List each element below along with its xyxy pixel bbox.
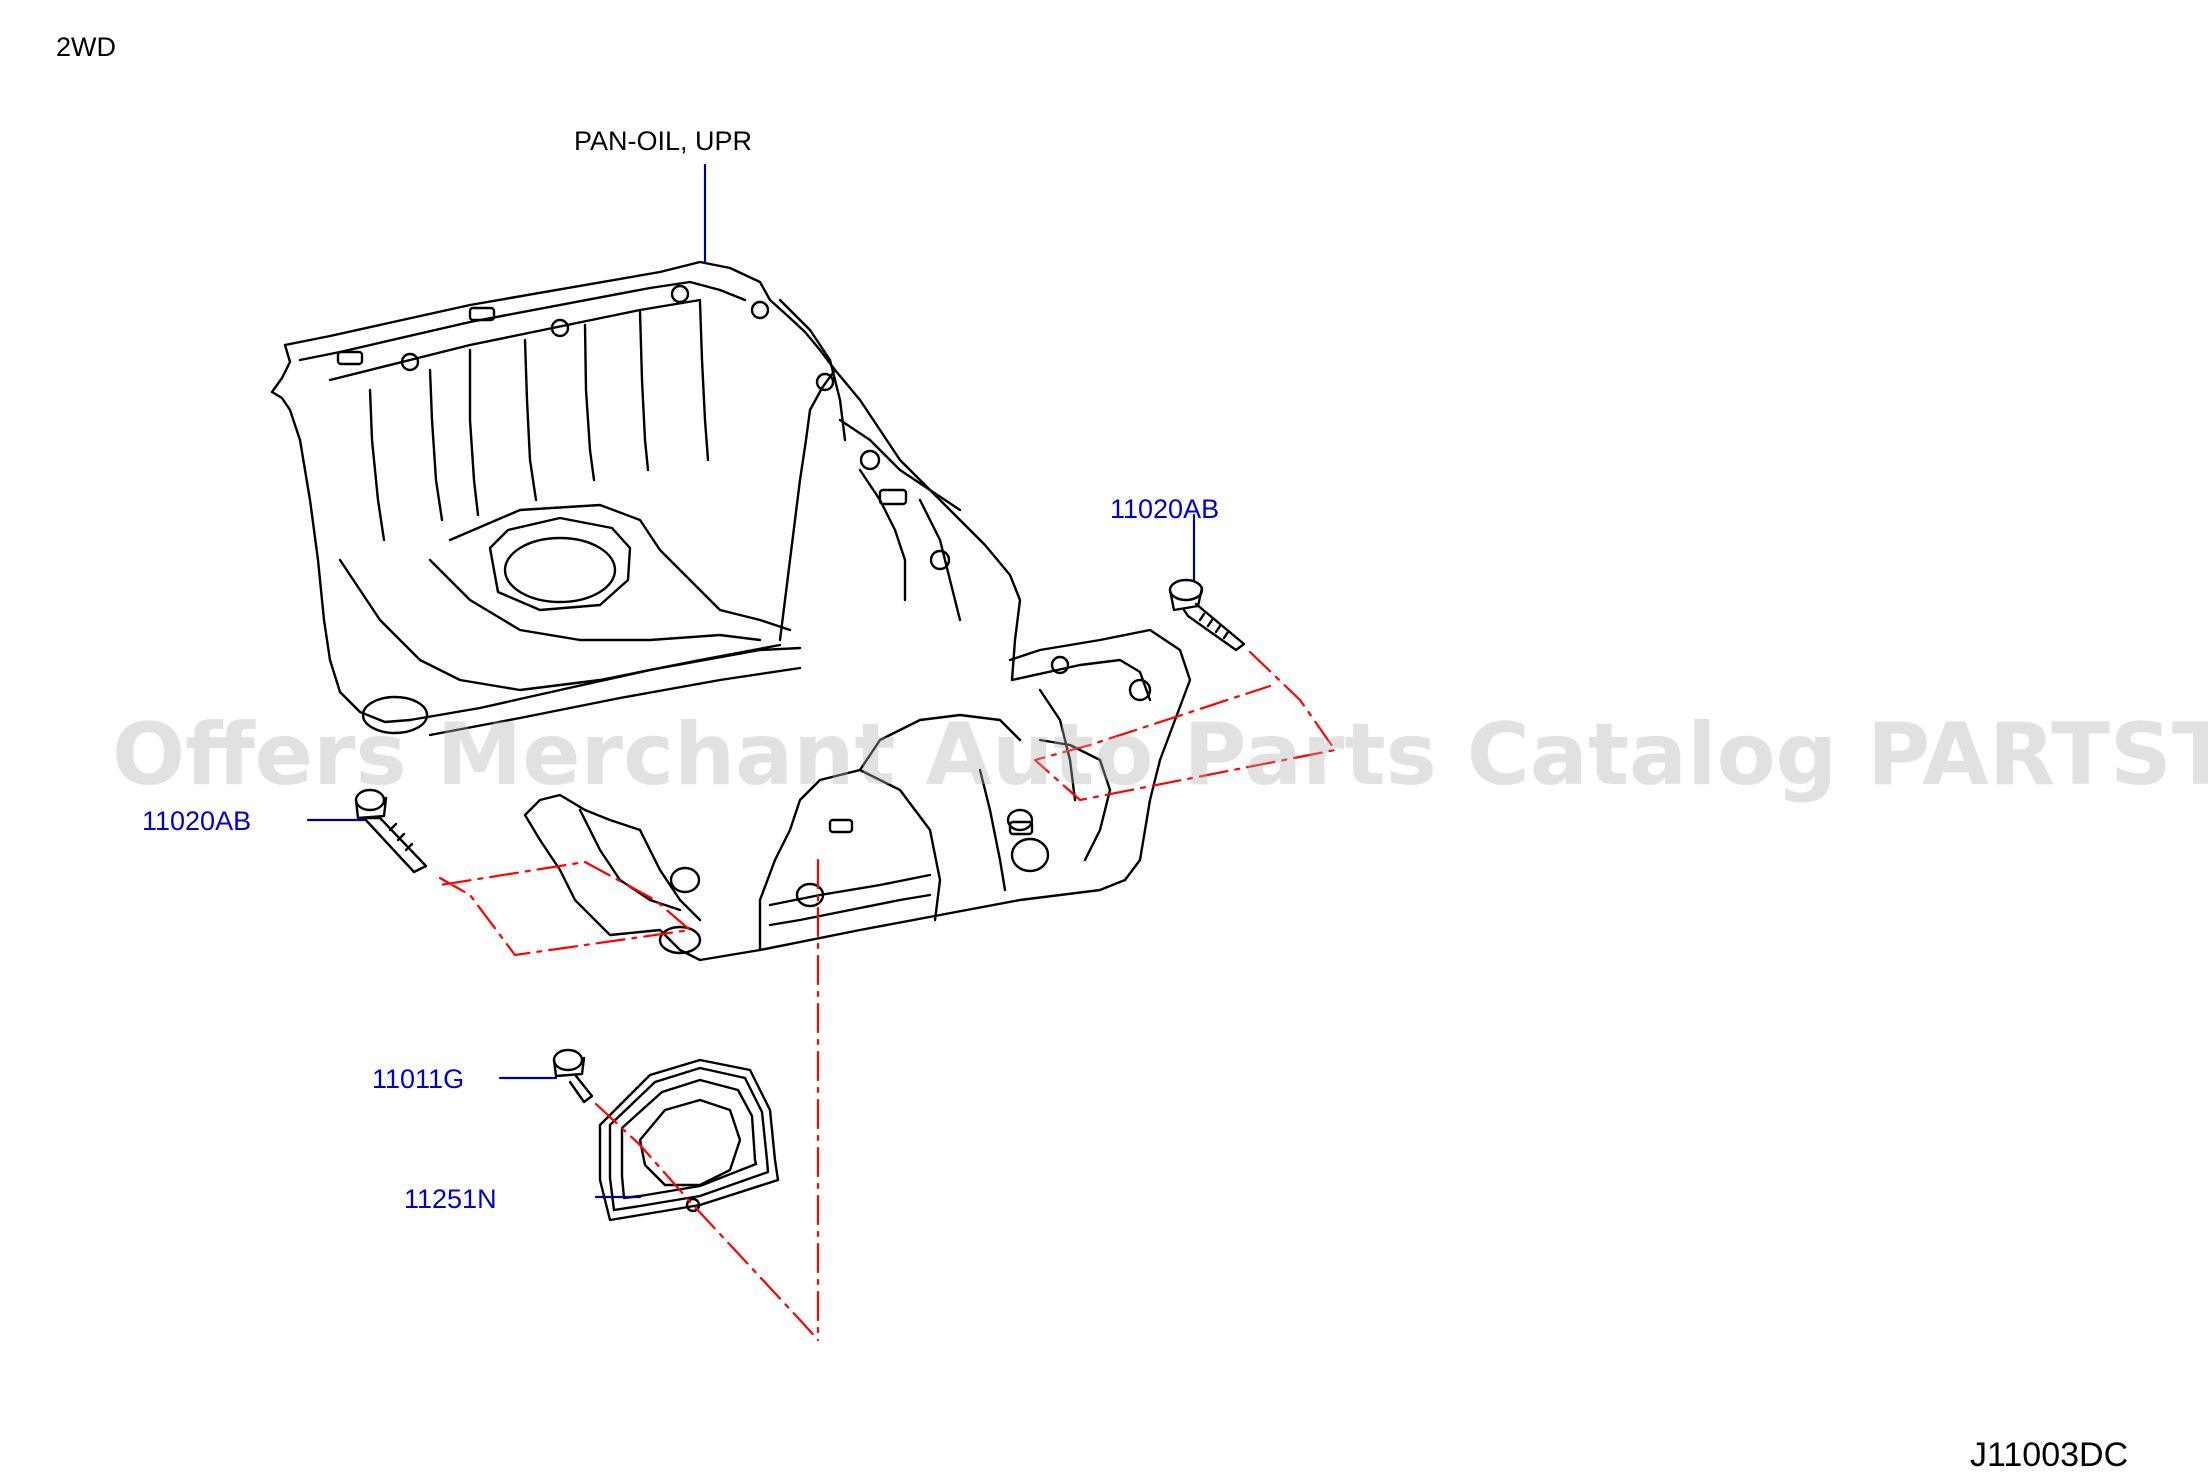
assembly-lines [438, 650, 1337, 1342]
variant-label: 2WD [56, 32, 116, 62]
bolt-right-drawing [1168, 578, 1246, 652]
bolt-left-drawing [354, 788, 428, 874]
callout-11020ab-left[interactable]: 11020AB [142, 806, 252, 836]
oil-pan-lower-structure-drawing [523, 628, 1192, 962]
part-name-pan-oil-upr: PAN-OIL, UPR [574, 126, 753, 156]
gasket-drawing [598, 1058, 780, 1222]
leader-lines [306, 163, 1196, 1199]
diagram-code: J11003DC [1970, 1436, 2129, 1474]
watermark-text: Offers Merchant Auto Parts Catalog PARTS… [112, 705, 2208, 805]
bolt-small-drawing [552, 1048, 594, 1104]
callout-11251n[interactable]: 11251N [404, 1184, 497, 1214]
callout-11020ab-right[interactable]: 11020AB [1110, 494, 1220, 524]
callout-11011g[interactable]: 11011G [372, 1064, 465, 1094]
oil-pan-upper-drawing [270, 260, 1022, 737]
